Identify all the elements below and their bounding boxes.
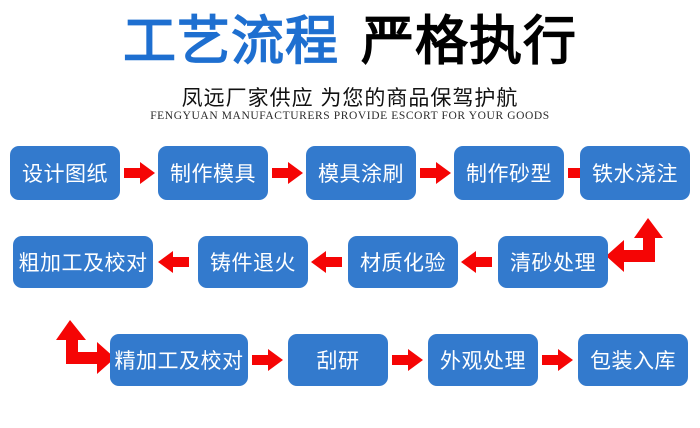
flow-node-row2-2[interactable]: 铸件退火 xyxy=(198,236,308,288)
arrow-left-row2-3 xyxy=(461,250,492,274)
subtitle-chinese: 凤远厂家供应 为您的商品保驾护航 xyxy=(181,87,519,110)
arrow-left-row2-1 xyxy=(158,250,189,274)
arrow-shaft xyxy=(568,168,586,178)
arrow-shaft xyxy=(272,168,290,178)
elbow-connector-row2-row3 xyxy=(48,318,118,390)
arrow-head xyxy=(268,349,283,371)
flow-node-row1-3[interactable]: 模具涂刷 xyxy=(306,146,416,200)
flow-node-row1-5[interactable]: 铁水浇注 xyxy=(580,146,690,200)
arrow-shaft xyxy=(324,257,342,267)
flow-node-row2-1[interactable]: 粗加工及校对 xyxy=(13,236,153,288)
arrow-shaft xyxy=(252,355,270,365)
arrow-right-row3-2 xyxy=(392,348,423,372)
flow-node-row3-1[interactable]: 精加工及校对 xyxy=(110,334,248,386)
flow-node-row3-4[interactable]: 包装入库 xyxy=(578,334,688,386)
arrow-head xyxy=(140,162,155,184)
flow-node-row2-3[interactable]: 材质化验 xyxy=(348,236,458,288)
process-flowchart: 设计图纸 制作模具 模具涂刷 制作砂型 铁水浇注 粗加工及校对 铸件退火 材质化… xyxy=(0,132,700,428)
arrow-head xyxy=(408,349,423,371)
arrow-right-row1-2 xyxy=(272,161,303,185)
arrow-right-row3-3 xyxy=(542,348,573,372)
arrow-head xyxy=(461,251,476,273)
arrow-head xyxy=(158,251,173,273)
flow-node-row1-2[interactable]: 制作模具 xyxy=(158,146,268,200)
arrow-shaft xyxy=(474,257,492,267)
arrow-right-row1-1 xyxy=(124,161,155,185)
arrow-shaft xyxy=(124,168,142,178)
arrow-left-row2-2 xyxy=(311,250,342,274)
subtitle-english: FENGYUAN MANUFACTURERS PROVIDE ESCORT FO… xyxy=(150,110,550,122)
arrow-shaft xyxy=(392,355,410,365)
title-secondary: 严格执行 xyxy=(361,12,577,71)
arrow-head xyxy=(436,162,451,184)
arrow-right-row1-3 xyxy=(420,161,451,185)
flow-node-row3-2[interactable]: 刮研 xyxy=(288,334,388,386)
flow-node-row2-4[interactable]: 清砂处理 xyxy=(498,236,608,288)
arrow-right-row3-1 xyxy=(252,348,283,372)
arrow-head xyxy=(311,251,326,273)
flow-node-row1-4[interactable]: 制作砂型 xyxy=(454,146,564,200)
elbow-up-right-icon xyxy=(56,320,115,374)
flow-node-row3-3[interactable]: 外观处理 xyxy=(428,334,538,386)
arrow-shaft xyxy=(542,355,560,365)
arrow-head xyxy=(558,349,573,371)
page-title: 工艺流程严格执行 xyxy=(0,14,700,70)
title-primary: 工艺流程 xyxy=(123,12,339,71)
header-banner: 工艺流程严格执行 凤远厂家供应 为您的商品保驾护航 FENGYUAN MANUF… xyxy=(0,0,700,132)
arrow-shaft xyxy=(171,257,189,267)
arrow-head xyxy=(288,162,303,184)
arrow-shaft xyxy=(420,168,438,178)
flow-node-row1-1[interactable]: 设计图纸 xyxy=(10,146,120,200)
elbow-connector-row1-row2 xyxy=(604,210,674,284)
elbow-up-left-icon xyxy=(606,218,663,272)
